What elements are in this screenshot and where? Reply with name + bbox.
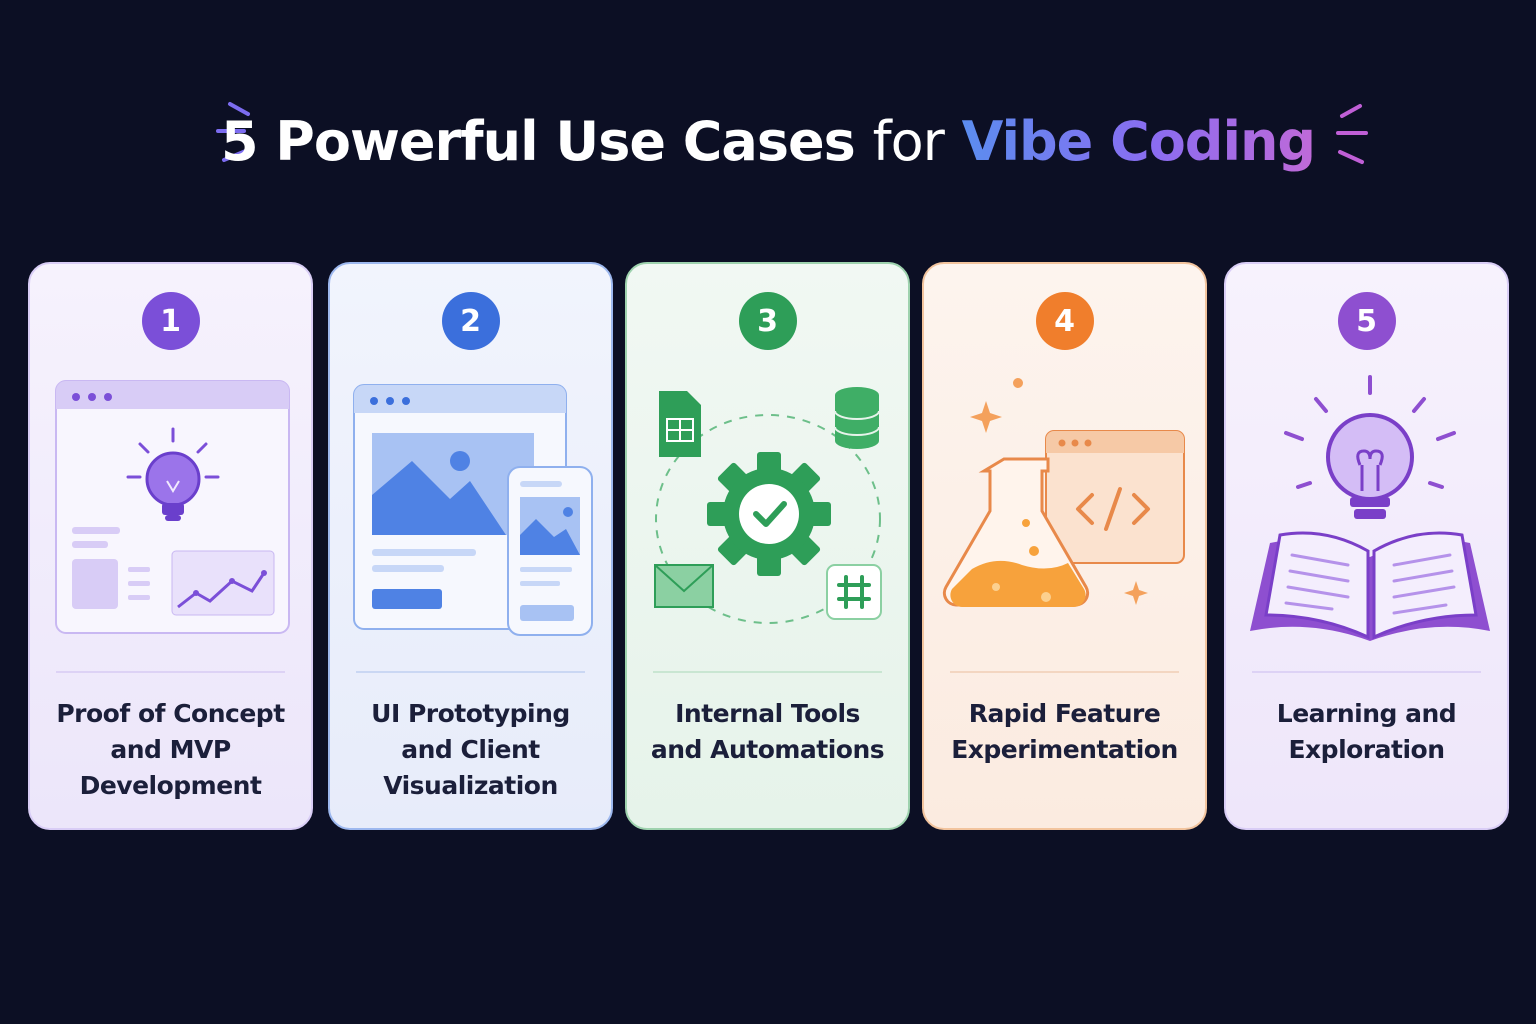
sparkle-left-icon: [216, 102, 250, 162]
use-case-card-2: 2 UI Prototyping and Client Visualizatio…: [328, 262, 613, 830]
step-badge: 4: [1035, 292, 1094, 350]
step-badge: 3: [738, 292, 797, 350]
lightbulb-book-icon: [1250, 375, 1490, 641]
flask-code-icon: [942, 378, 1185, 607]
card-divider: [950, 671, 1179, 673]
use-case-card-5: 5 Learning and Exploration: [1224, 262, 1509, 830]
card-label: Internal Tools and Automations: [650, 699, 885, 764]
card-label: Learning and Exploration: [1276, 699, 1457, 764]
card-divider: [56, 671, 285, 673]
card-label: UI Prototyping and Client Visualization: [371, 699, 570, 800]
browser-mobile-mockup-icon: [353, 384, 593, 636]
use-case-card-3: 3: [625, 262, 910, 830]
lightbulb-dashboard-icon: [55, 380, 290, 634]
use-case-card-1: 1 Proof of Concept and MVP Development: [28, 262, 313, 830]
page-title: 5 Powerful Use Cases for Vibe Coding: [0, 96, 1536, 186]
card-divider: [1252, 671, 1481, 673]
step-badge: 5: [1337, 292, 1396, 350]
gear-automation-icon: [654, 387, 882, 624]
step-badge: 1: [141, 292, 200, 350]
title-main: 5 Powerful Use Cases: [220, 109, 856, 173]
title-brand: Vibe Coding: [961, 109, 1316, 173]
title-connector: for: [872, 109, 945, 173]
card-label: Rapid Feature Experimentation: [951, 699, 1178, 764]
step-badge: 2: [441, 292, 500, 350]
card-divider: [356, 671, 585, 673]
card-label: Proof of Concept and MVP Development: [56, 699, 285, 800]
use-case-card-4: 4 Rapid Feature Experimentation: [922, 262, 1207, 830]
card-divider: [653, 671, 882, 673]
sparkle-right-icon: [1336, 104, 1368, 164]
